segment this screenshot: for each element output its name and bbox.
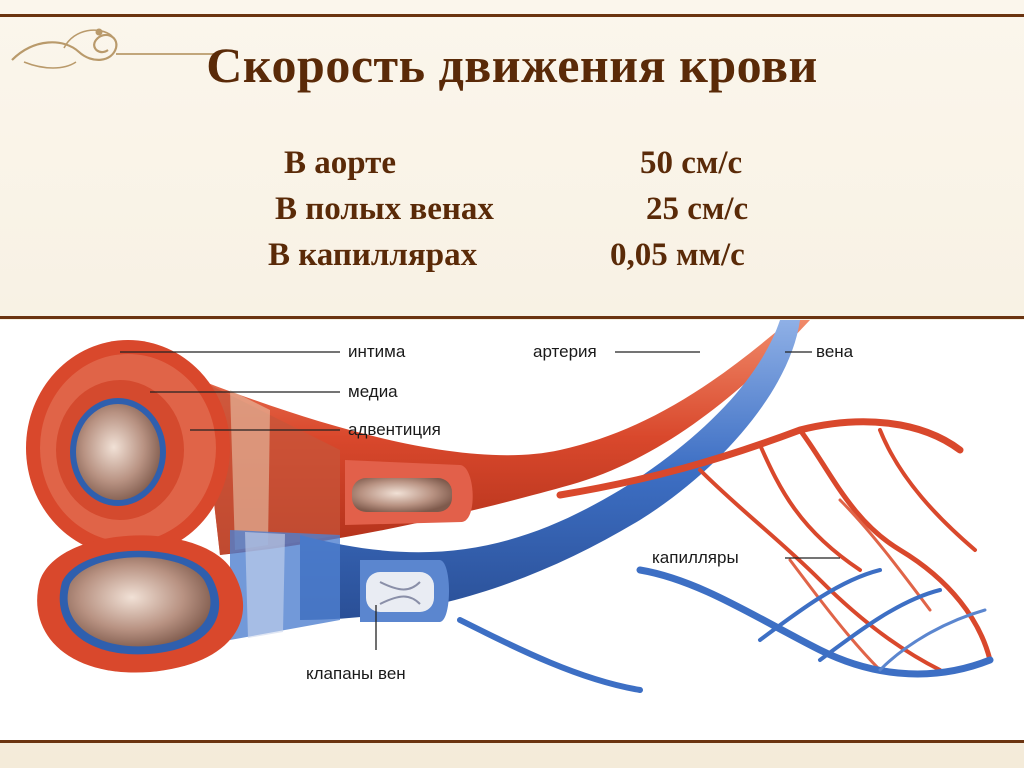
blood-vessels-diagram: интима медиа адвентиция артерия вена кап… [0, 320, 1024, 740]
label-vein: вена [816, 342, 854, 361]
speed-value-vena-cava: 25 см/с [646, 191, 749, 227]
speed-value-aorta: 50 см/с [640, 145, 743, 181]
speed-value-capillaries: 0,05 мм/с [610, 237, 745, 273]
label-capillaries: капилляры [652, 548, 739, 567]
label-artery: артерия [533, 342, 597, 361]
page-title: Скорость движения крови [206, 37, 818, 93]
flourish-ornament-icon [4, 18, 224, 78]
label-leader-lines [120, 351, 840, 650]
vein-cross-section [37, 535, 244, 673]
label-media: медиа [348, 382, 398, 401]
artery-cross-section [26, 340, 230, 556]
diagram-frame-top [0, 316, 1024, 319]
label-adventitia: адвентиция [348, 420, 441, 439]
speed-place-vena-cava: В полых венах [275, 191, 494, 227]
speed-place-capillaries: В капиллярах [268, 237, 478, 273]
diagram-frame-bottom [0, 740, 1024, 743]
label-intima: интима [348, 342, 406, 361]
top-frame-line [0, 14, 1024, 17]
speed-place-aorta: В аорте [284, 145, 397, 181]
capillary-network [457, 418, 994, 693]
label-vein-valves: клапаны вен [306, 664, 406, 683]
